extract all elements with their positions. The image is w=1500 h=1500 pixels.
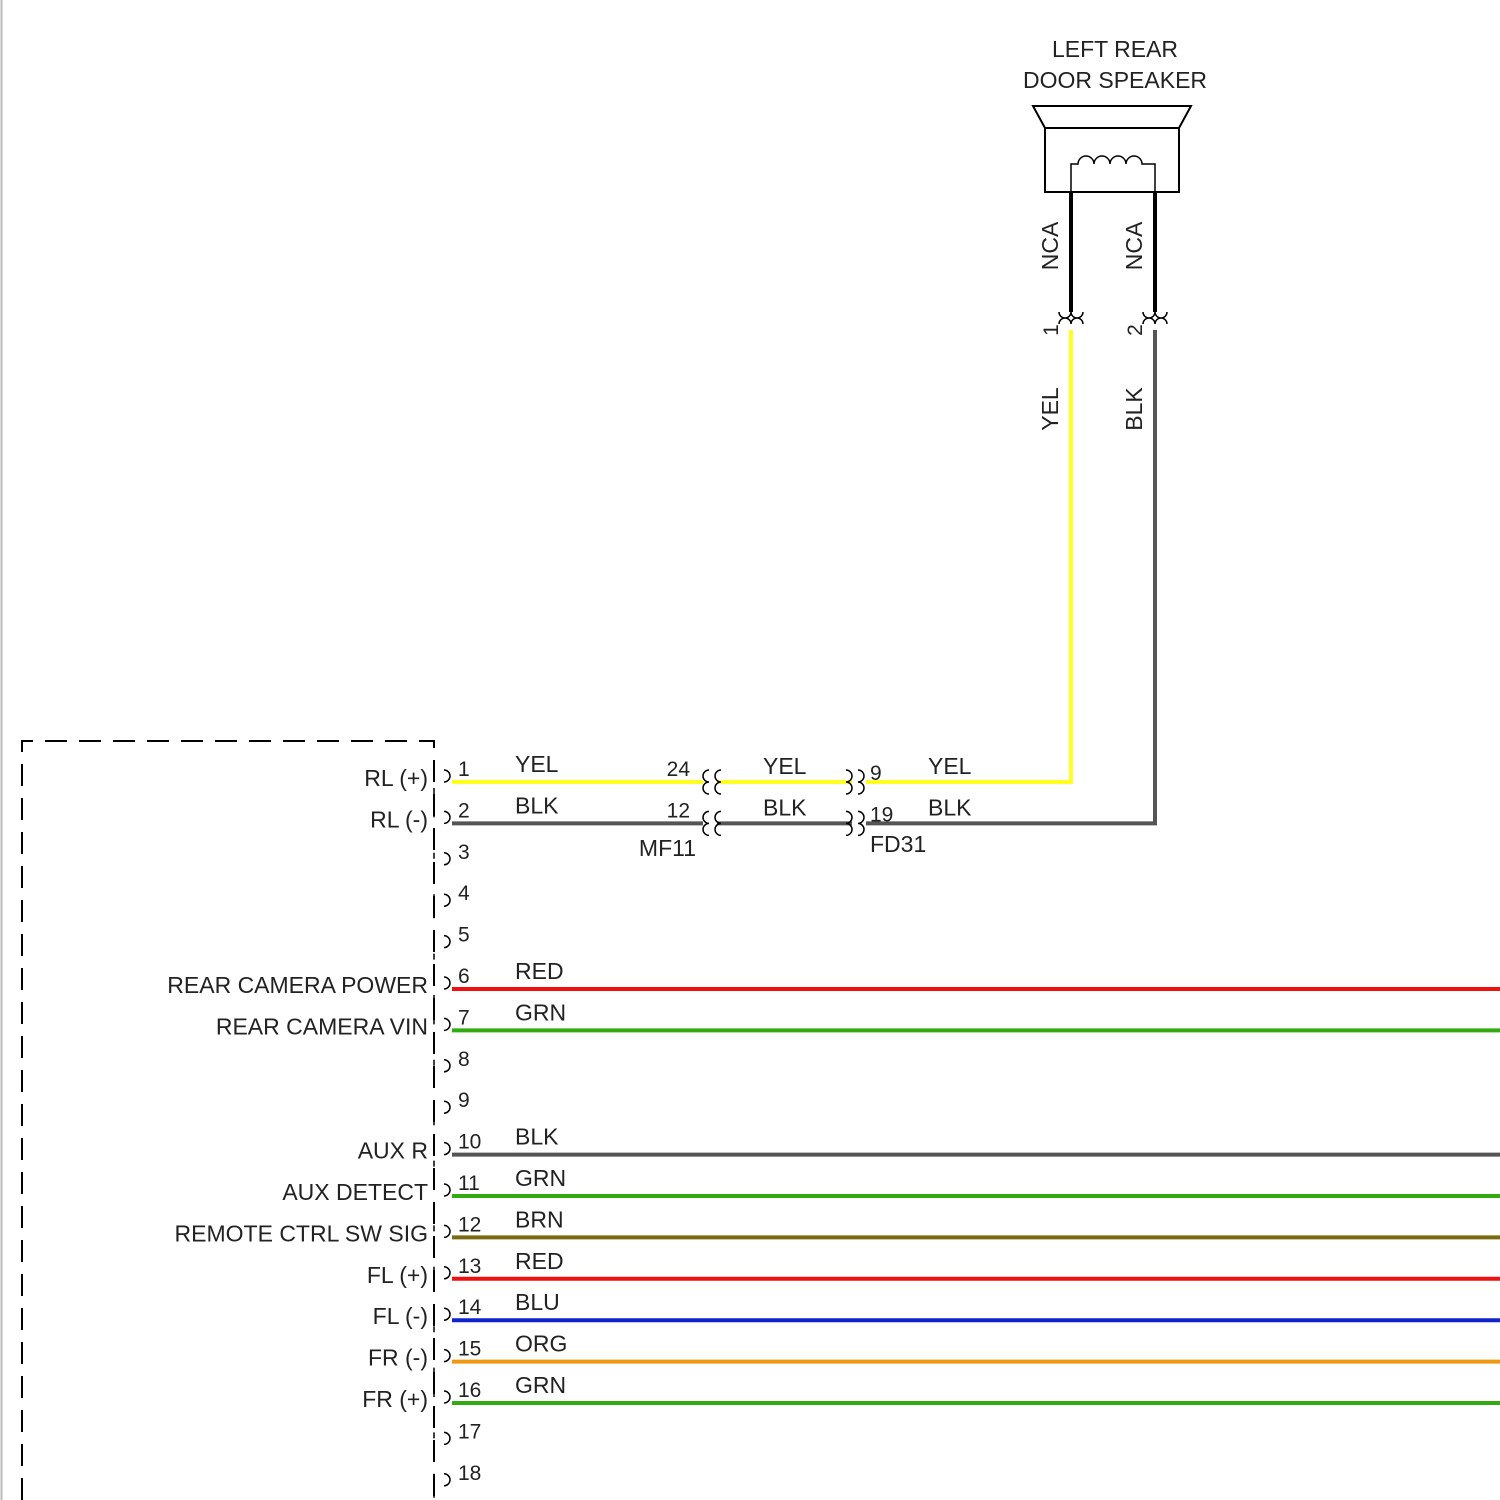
out-wire-color-0: YEL	[928, 753, 972, 779]
radio-pin-1-number: 1	[458, 758, 470, 781]
radio-pin-3-number: 3	[458, 841, 470, 864]
radio-pin-13-function: FL (+)	[367, 1262, 428, 1288]
radio-pin-15-number: 15	[458, 1338, 481, 1361]
mid-wire-color-1: BLK	[763, 794, 807, 820]
radio-pin-13-number: 13	[458, 1255, 481, 1278]
radio-pin-2-socket	[434, 811, 450, 835]
radio-pin-12-function: REMOTE CTRL SW SIG	[175, 1220, 428, 1246]
radio-pin-1-function: RL (+)	[364, 765, 428, 791]
radio-pin-16-number: 16	[458, 1379, 481, 1402]
radio-pin-2-function: RL (-)	[370, 806, 428, 832]
radio-pin-16-function: FR (+)	[362, 1386, 428, 1412]
speaker-connector-left	[1059, 312, 1083, 324]
radio-pin-6-socket	[434, 977, 450, 1001]
mf11-pin-12-symbol	[703, 811, 721, 835]
mid-wire-color-0: YEL	[763, 753, 807, 779]
radio-pin-2-color: BLK	[515, 792, 559, 818]
radio-pins: 1 RL (+) YEL 2 RL (-) BLK 3 4 5 6 REAR CAMERA POWE…	[167, 751, 567, 1498]
mf11-label: MF11	[639, 835, 696, 861]
radio-pin-12-number: 12	[458, 1213, 481, 1236]
radio-pin-7-socket	[434, 1018, 450, 1042]
radio-pin-11-function: AUX DETECT	[282, 1179, 428, 1205]
radio-pin-6-function: REAR CAMERA POWER	[167, 972, 428, 998]
speaker-cone	[1033, 106, 1191, 128]
radio-pin-16-socket	[434, 1391, 450, 1415]
radio-pin-6-number: 6	[458, 965, 470, 988]
radio-pin-10-socket	[434, 1143, 450, 1167]
radio-pin-9-socket	[434, 1101, 450, 1125]
speaker-body	[1045, 128, 1179, 192]
radio-pin-8-socket	[434, 1060, 450, 1084]
radio-pin-14-color: BLU	[515, 1289, 560, 1315]
radio-pin-8-number: 8	[458, 1048, 470, 1071]
radio-pin-10-color: BLK	[515, 1124, 559, 1150]
radio-pin-1-socket	[434, 770, 450, 794]
radio-pin-15-function: FR (-)	[368, 1345, 428, 1371]
radio-pin-9-number: 9	[458, 1089, 470, 1112]
radio-pin-16-color: GRN	[515, 1372, 566, 1398]
fd31-pin-19-symbol	[846, 811, 864, 835]
radio-pin-7-function: REAR CAMERA VIN	[216, 1013, 428, 1039]
radio-pin-12-socket	[434, 1225, 450, 1249]
radio-pin-11-number: 11	[458, 1172, 480, 1195]
fd31-pin-9-symbol	[846, 770, 864, 794]
fd31-label: FD31	[870, 831, 926, 857]
radio-pin-7-number: 7	[458, 1006, 470, 1029]
speaker-wire-nca-right: NCA	[1121, 221, 1147, 270]
radio-pin-14-number: 14	[458, 1296, 482, 1319]
radio-pin-2-number: 2	[458, 799, 470, 822]
speaker-wire-color-left: YEL	[1037, 387, 1063, 431]
radio-pin-5-number: 5	[458, 924, 470, 947]
wires	[452, 192, 1500, 1403]
speaker-title-line1: LEFT REAR	[1052, 36, 1178, 62]
radio-pin-7-color: GRN	[515, 999, 566, 1025]
radio-pin-18-socket	[434, 1474, 450, 1498]
radio-pin-11-color: GRN	[515, 1165, 566, 1191]
radio-pin-10-number: 10	[458, 1131, 481, 1154]
radio-pin-5-socket	[434, 936, 450, 960]
mf11-pin-24: 24	[667, 758, 691, 781]
speaker-pin-left: 1	[1040, 324, 1063, 336]
fd31-pin-9: 9	[870, 762, 882, 785]
mf11-pin-24-symbol	[703, 770, 721, 794]
radio-pin-4-socket	[434, 894, 450, 918]
radio-pin-11-socket	[434, 1184, 450, 1208]
fd31-pin-19: 19	[870, 803, 893, 826]
radio-pin-14-socket	[434, 1308, 450, 1332]
speaker-pin-right: 2	[1124, 324, 1147, 336]
radio-pin-15-color: ORG	[515, 1331, 567, 1357]
left-rear-door-speaker: LEFT REAR DOOR SPEAKER	[1023, 36, 1207, 192]
speaker-wire-nca-left: NCA	[1037, 221, 1063, 270]
radio-pin-14-function: FL (-)	[373, 1303, 428, 1329]
radio-pin-17-number: 17	[458, 1420, 481, 1443]
speaker-connector-right	[1143, 312, 1167, 324]
radio-pin-6-color: RED	[515, 958, 564, 984]
wire-fd31-speaker-BLK	[866, 330, 1155, 823]
radio-pin-13-socket	[434, 1267, 450, 1291]
radio-pin-10-function: AUX R	[358, 1138, 428, 1164]
mf11-pin-12: 12	[667, 799, 690, 822]
radio-pin-1-color: YEL	[515, 751, 559, 777]
radio-pin-17-socket	[434, 1432, 450, 1456]
speaker-coil	[1071, 156, 1155, 192]
speaker-title-line2: DOOR SPEAKER	[1023, 67, 1207, 93]
speaker-wire-color-right: BLK	[1121, 387, 1147, 431]
radio-pin-3-socket	[434, 853, 450, 877]
radio-pin-13-color: RED	[515, 1248, 564, 1274]
radio-pin-12-color: BRN	[515, 1206, 564, 1232]
radio-pin-18-number: 18	[458, 1462, 481, 1485]
radio-pin-4-number: 4	[458, 882, 470, 905]
radio-pin-15-socket	[434, 1350, 450, 1374]
out-wire-color-1: BLK	[928, 794, 972, 820]
